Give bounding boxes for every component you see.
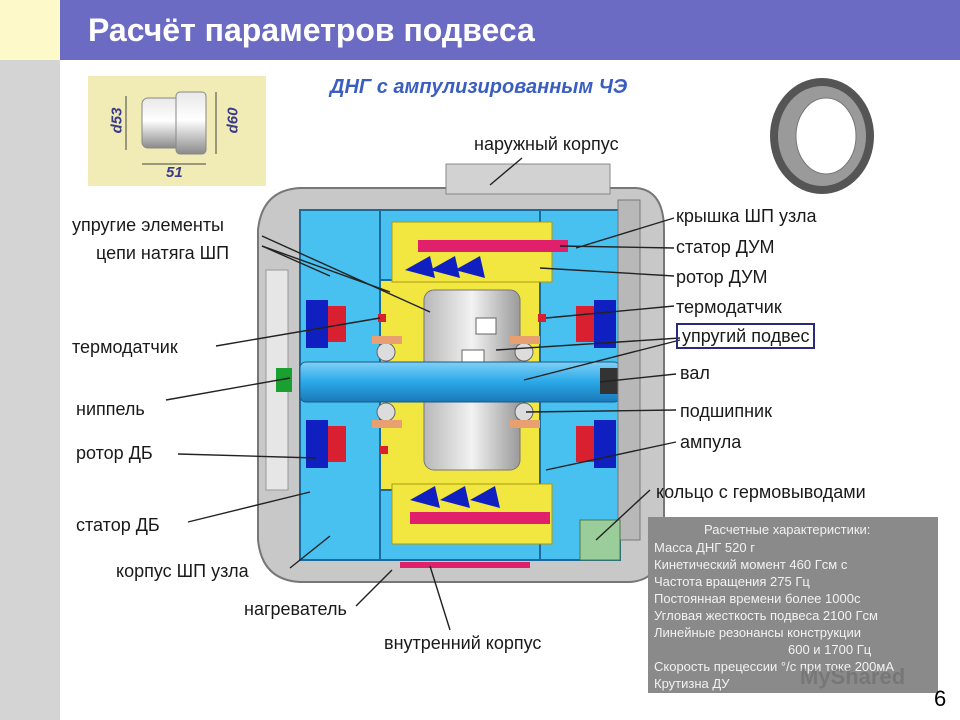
spec-mass: Масса ДНГ 520 г xyxy=(654,540,755,555)
label-thermosensor-right: термодатчик xyxy=(676,297,782,317)
page-number: 6 xyxy=(934,686,947,711)
label-stator-db: статор ДБ xyxy=(76,515,160,535)
spec-kinetic: Кинетический момент 460 Гсм с xyxy=(654,557,848,572)
spec-slope: Крутизна ДУ xyxy=(654,676,730,691)
label-inner-case: внутренний корпус xyxy=(384,633,542,653)
spec-resonances-values: 600 и 1700 Гц xyxy=(788,642,872,657)
spec-time-const: Постоянная времени более 1000с xyxy=(654,591,861,606)
hermetic-ring-part xyxy=(579,199,641,561)
dim-left-label: d53 xyxy=(108,107,126,134)
magenta-stators xyxy=(400,240,568,568)
label-cover-sp: крышка ШП узла xyxy=(676,206,817,226)
spec-precession: Скорость прецессии °/с при токе 200мА xyxy=(654,659,894,674)
label-nipple: ниппель xyxy=(76,399,145,419)
label-stator-dum: статор ДУМ xyxy=(676,237,775,257)
inset-cylinder xyxy=(125,91,217,165)
label-outer-case: наружный корпус xyxy=(474,134,619,154)
label-ring-hermetic: кольцо с гермовыводами xyxy=(656,482,866,502)
diagram-subtitle: ДНГ с ампулизированным ЧЭ xyxy=(330,76,628,98)
dum-coils xyxy=(405,256,500,508)
title-bar xyxy=(60,0,960,60)
label-housing-sp: корпус ШП узла xyxy=(116,561,249,581)
thermosensor-marks xyxy=(378,314,546,454)
label-heater: нагреватель xyxy=(244,599,347,619)
label-ampoule: ампула xyxy=(680,432,742,452)
specs-panel xyxy=(648,517,938,693)
label-elastic-elements-2: цепи натяга ШП xyxy=(96,243,230,263)
label-rotor-db: ротор ДБ xyxy=(76,443,153,463)
label-thermosensor-left: термодатчик xyxy=(72,337,178,357)
watermark: MyShared xyxy=(800,664,906,689)
leader-lines xyxy=(165,157,681,631)
dim-bottom-label: 51 xyxy=(166,164,183,181)
ring-image xyxy=(770,78,874,194)
spec-freq: Частота вращения 275 Гц xyxy=(654,574,810,589)
spec-heading: Расчетные характеристики: xyxy=(704,522,871,537)
bearings xyxy=(372,336,540,428)
label-bearing: подшипник xyxy=(680,401,772,421)
label-elastic-elements-1: упругие элементы xyxy=(72,215,224,235)
label-elastic-suspension: упругий подвес xyxy=(676,323,816,349)
dim-right-label: d60 xyxy=(224,107,242,134)
side-accent xyxy=(0,0,60,60)
spec-stiffness: Угловая жесткость подвеса 2100 Гсм xyxy=(654,608,878,623)
spec-resonances: Линейные резонансы конструкции xyxy=(654,625,862,640)
slide-title: Расчёт параметров подвеса xyxy=(88,12,535,48)
label-rotor-dum: ротор ДУМ xyxy=(676,267,768,287)
side-strip xyxy=(0,0,60,720)
label-shaft: вал xyxy=(680,363,710,383)
shaft-shape xyxy=(276,361,624,403)
